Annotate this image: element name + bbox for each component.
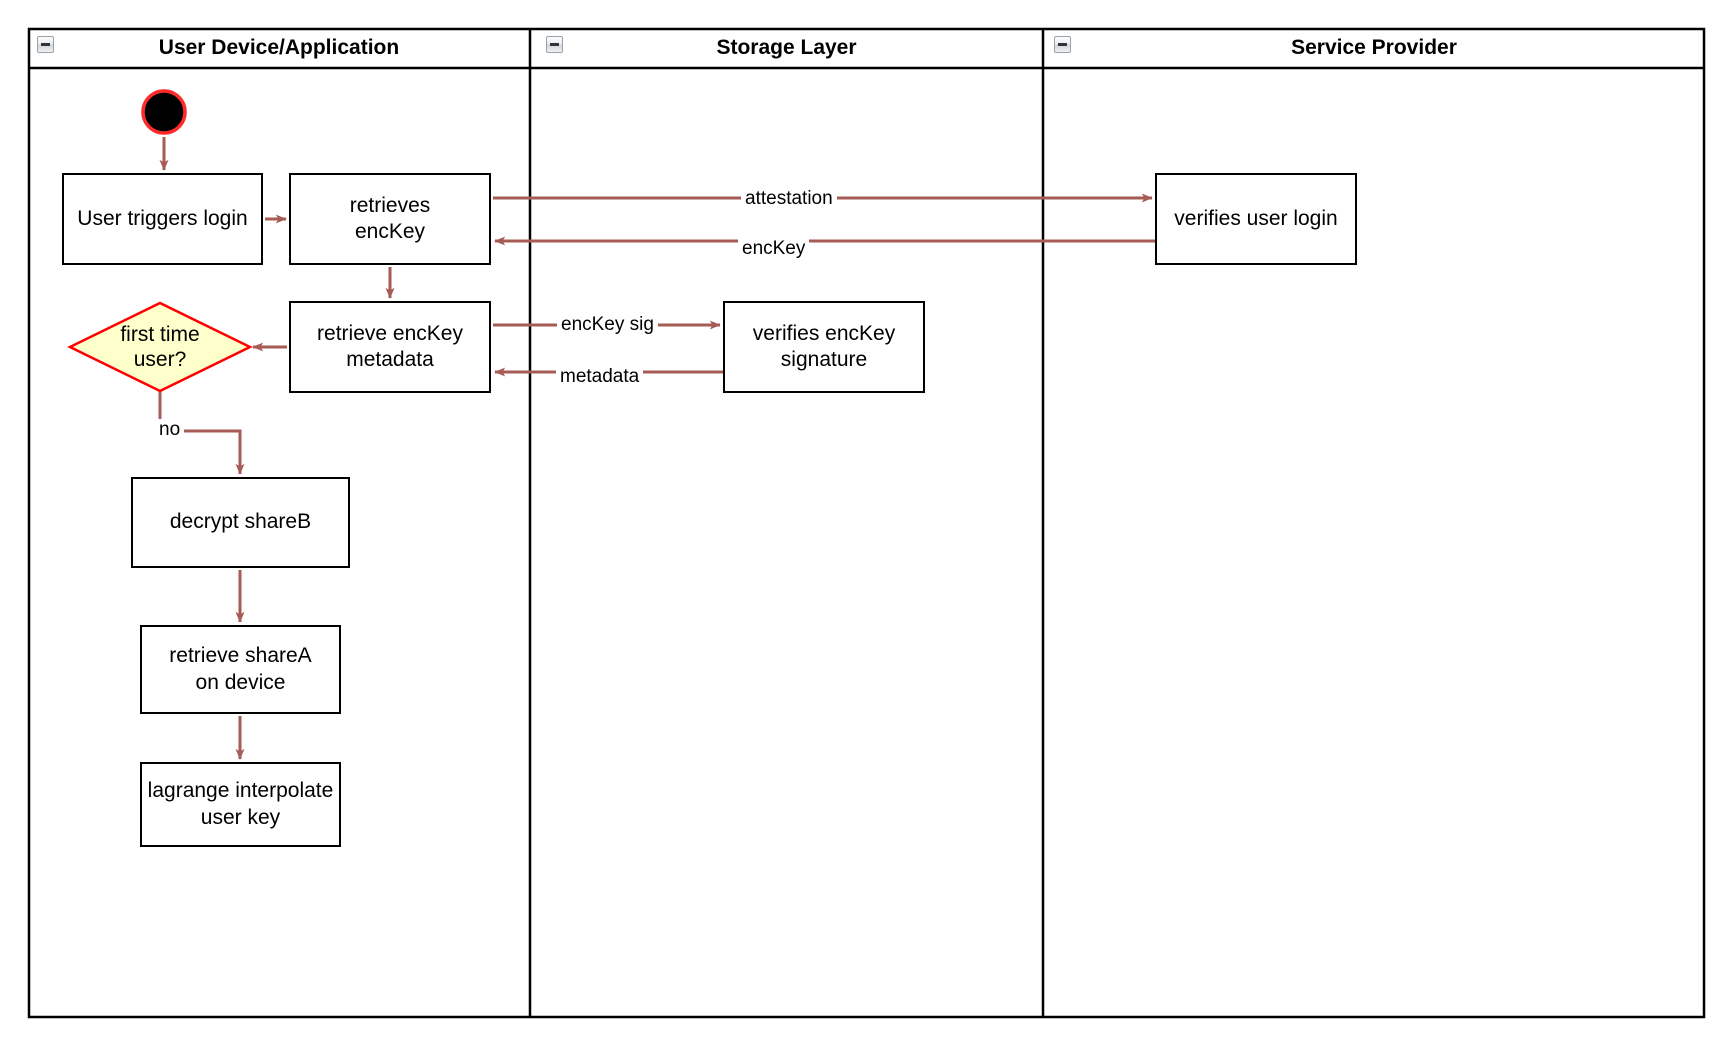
collapse-minus-icon-user-device[interactable] [37, 36, 54, 53]
node-label: decrypt shareB [169, 510, 312, 534]
node-label-line2: metadata [346, 348, 434, 371]
node-label-line2: encKey [354, 220, 426, 243]
node-label-wrap: retrieves encKey [350, 193, 431, 246]
node-label-line1: verifies encKey [752, 321, 896, 345]
node-label-line1: retrieve shareA [169, 644, 312, 668]
edge-label-attestation: attestation [741, 188, 837, 210]
initial-node [141, 89, 187, 135]
node-label-line1: retrieve encKey [317, 321, 463, 345]
node-label-line2: user key [200, 805, 281, 829]
node-retrieve-enckey-metadata[interactable]: retrieve encKey metadata [289, 301, 491, 393]
node-label: User triggers login [77, 206, 248, 230]
node-decrypt-shareb[interactable]: decrypt shareB [131, 477, 350, 568]
node-label: verifies user login [1174, 206, 1338, 230]
node-retrieves-enckey[interactable]: retrieves encKey [289, 173, 491, 265]
node-label-line2: on device [195, 670, 286, 694]
node-label-line2: signature [780, 348, 868, 371]
edge-label-enckey-sig: encKey sig [557, 314, 658, 336]
node-label-line1: retrieves [349, 193, 431, 217]
node-retrieve-sharea-on-device[interactable]: retrieve shareA on device [140, 625, 341, 714]
node-label-wrap: retrieve encKey metadata [317, 321, 463, 374]
node-verifies-user-login[interactable]: verifies user login [1155, 173, 1357, 265]
node-label-wrap: retrieve shareA on device [169, 643, 311, 696]
node-label-wrap: verifies encKey signature [753, 321, 895, 374]
node-label-line1: lagrange interpolate [147, 779, 334, 803]
node-verifies-enckey-signature[interactable]: verifies encKey signature [723, 301, 925, 393]
edge-label-enckey: encKey [738, 238, 810, 260]
edge-label-metadata: metadata [556, 366, 644, 388]
node-lagrange-interpolate-user-key[interactable]: lagrange interpolate user key [140, 762, 341, 847]
node-user-triggers-login[interactable]: User triggers login [62, 173, 263, 265]
decision-diamond-first-time-user [67, 301, 253, 393]
collapse-minus-icon-service-provider[interactable] [1054, 36, 1071, 53]
node-label-wrap: lagrange interpolate user key [148, 778, 334, 831]
collapse-minus-icon-storage-layer[interactable] [546, 36, 563, 53]
edge-label-no: no [155, 419, 185, 441]
edge-decision-no [158, 391, 245, 475]
